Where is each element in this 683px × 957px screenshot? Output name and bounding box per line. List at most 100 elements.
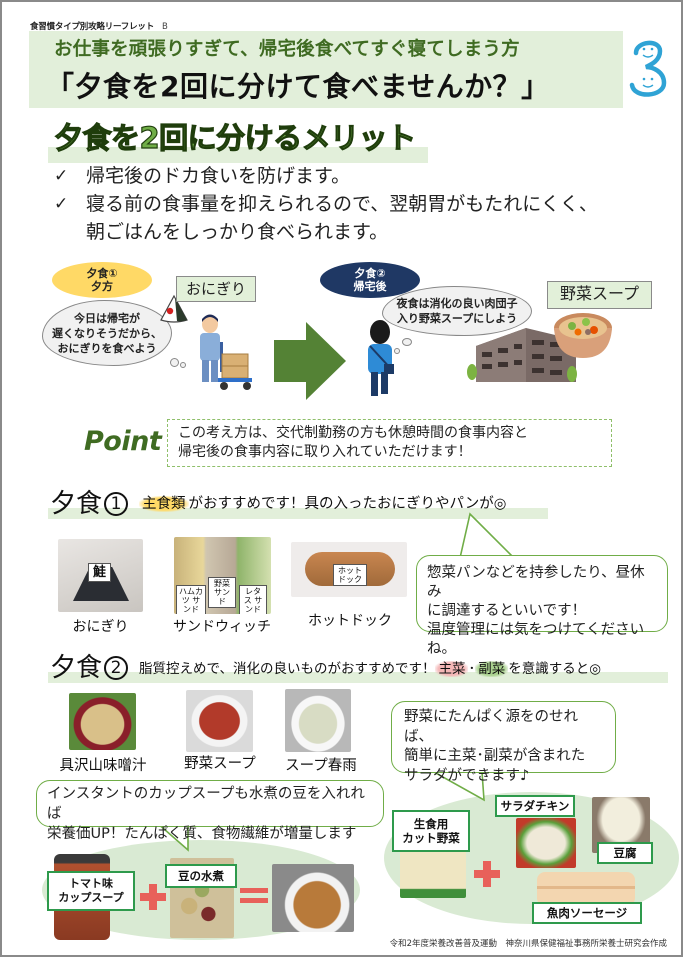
thought-puff [394, 348, 400, 354]
cup-soup-tip-speech-bubble: インスタントのカップスープも水煮の豆を入れれば 栄養価UP！たんぱく質、食物繊維… [36, 780, 384, 842]
meal1-thought-bubble: 今日は帰宅が 遅くなりそうだから、 おにぎりを食べよう [42, 300, 172, 366]
speech-bubble-tail [433, 772, 485, 802]
point-label: Point [84, 426, 162, 457]
thought-text: 夜食は消化の良い肉団子 [396, 297, 518, 310]
merit-text: 寝る前の食事量を抑えられるので、翌朝胃がもたれにくく、 [86, 193, 598, 215]
apartment-building-icon [467, 328, 577, 382]
section2-description: 脂質控えめで、消化の良いものがおすすめです！主菜･副菜を意識すると◎ [139, 657, 601, 677]
sandwich-tag: ハムカツ サンド [176, 585, 206, 614]
thought-puff [180, 362, 186, 368]
hotdog-label: ホットドック [308, 613, 392, 629]
point-text: 帰宅後の食事内容に取り入れていただけます！ [178, 444, 472, 460]
sandwich-tag: レタス サンド [239, 585, 267, 614]
tofu-label: 豆腐 [597, 842, 653, 864]
label-text: トマト味 [69, 877, 113, 890]
salad-chicken-label: サラダチキン [495, 795, 575, 817]
staple-food-highlight: 主食類 [139, 496, 189, 512]
onigiri-label: おにぎり [72, 619, 129, 635]
thought-text: おにぎりを食べよう [57, 341, 157, 355]
checkmark-icon: ✓ [54, 194, 69, 214]
footer-credit: 令和2年度栄養改善普及運動 神奈川県保健福祉事務所栄養士研究会作成 [389, 939, 667, 949]
bean-soup-result-photo [272, 864, 354, 932]
section1-title: 夕食 [50, 489, 103, 519]
thought-puff [170, 358, 179, 367]
thought-puff [402, 338, 412, 346]
sandwich-photo: ハムカツ サンド 野菜 サンド レタス サンド [174, 537, 271, 614]
merit-text-continued: 朝ごはんをしっかり食べられます。 [86, 221, 389, 243]
thought-text: 今日は帰宅が [74, 311, 140, 325]
fish-sausage-label: 魚肉ソーセージ [532, 902, 642, 924]
point-text: この考え方は、交代制勤務の方も休憩時間の食事内容と [178, 425, 528, 441]
meal2-thought-bubble: 夜食は消化の良い肉団子 入り野菜スープにしよう [382, 286, 532, 336]
meal1-label-pill: 夕食① 夕方 [52, 262, 152, 298]
harusame-soup-label: スープ春雨 [285, 758, 357, 774]
speech-bubble-tail [459, 512, 515, 559]
document-label: 食習慣タイプ別攻略リーフレット B [30, 20, 168, 32]
type-number-3-smiley-icon [629, 40, 667, 97]
meal1-food-tag: おにぎり [176, 276, 256, 302]
bread-tip-speech-bubble: 惣菜パンなどを持参したり、昼休み に調達するといいです！ 温度管理には気をつけて… [416, 555, 668, 657]
section1-number-circle: 1 [104, 492, 129, 516]
speech-bubble-tail [155, 822, 189, 852]
meal1-label: 夕食① [86, 267, 118, 280]
miso-soup-photo [69, 693, 136, 750]
merit-heading: 夕食を2回に分けるメリット [53, 120, 416, 155]
title-band [29, 31, 623, 108]
meal2-time: 帰宅後 [353, 280, 387, 293]
target-audience-subtitle: お仕事を頑張りすぎて、帰宅後食べてすぐ寝てしまう方 [54, 39, 520, 60]
merit-item: ✓ 寝る前の食事量を抑えられるので、翌朝胃がもたれにくく、 朝ごはんをしっかり食… [52, 190, 598, 246]
tip-text: 野菜にたんぱく源をのせれば、 [404, 709, 578, 745]
tip-text: インスタントのカップスープも水煮の豆を入れれば [47, 786, 365, 822]
tip-text: サラダができます♪ [404, 767, 530, 784]
document-series-name: 食習慣タイプ別攻略リーフレット [30, 22, 154, 32]
plus-icon [474, 861, 500, 887]
hotdog-photo: ホット ドック [291, 542, 407, 597]
meal2-food-tag: 野菜スープ [547, 281, 652, 309]
harusame-soup-photo [285, 689, 351, 752]
section2-desc-text: を意識すると◎ [508, 661, 601, 677]
hotdog-tag: ホット ドック [333, 564, 367, 586]
vegetable-soup-bowl-icon [554, 313, 612, 358]
document-variant: B [162, 22, 168, 32]
onigiri-photo: 鮭 [58, 539, 143, 612]
section1-description: 主食類がおすすめです！具の入ったおにぎりやパンが◎ [139, 492, 506, 513]
section2-desc-text: 脂質控えめで、消化の良いものがおすすめです！ [139, 661, 436, 677]
section2-title: 夕食 [50, 653, 103, 683]
merit-text: 帰宅後のドカ食いを防げます。 [86, 165, 351, 187]
main-dish-highlight: 主菜 [435, 661, 469, 677]
salad-chicken-photo [516, 818, 576, 868]
vegetable-soup-label: 野菜スープ [184, 756, 256, 772]
meal2-label-pill: 夕食② 帰宅後 [320, 262, 420, 298]
tip-text: 簡単に主菜･副菜が含まれた [404, 748, 586, 764]
checkmark-icon: ✓ [54, 166, 69, 186]
tip-text: 温度管理には気をつけてくださいね。 [427, 622, 645, 657]
tip-text: に調達するといいです！ [427, 603, 587, 619]
page-title: 「夕食を2回に分けて食べませんか？」 [46, 70, 550, 103]
onigiri-flavor-tag: 鮭 [88, 563, 112, 582]
vegetable-soup-photo [186, 690, 253, 752]
merit-list: ✓ 帰宅後のドカ食いを防げます。 ✓ 寝る前の食事量を抑えられるので、翌朝胃がも… [52, 162, 598, 246]
salad-tip-speech-bubble: 野菜にたんぱく源をのせれば、 簡単に主菜･副菜が含まれた サラダができます♪ [391, 701, 616, 784]
label-text: カップスープ [58, 891, 124, 904]
equals-icon [240, 888, 268, 903]
tip-text: 栄養価UP！たんぱく質、食物繊維が増量します [47, 826, 357, 842]
boiled-beans-label: 豆の水煮 [165, 864, 237, 888]
tip-text: 惣菜パンなどを持参したり、昼休み [427, 565, 645, 600]
merit-title-underline [48, 147, 428, 163]
thought-text: 入り野菜スープにしよう [396, 312, 518, 325]
arrow-right-icon [274, 322, 346, 400]
section1-underline [48, 508, 548, 519]
miso-soup-label: 具沢山味噌汁 [59, 758, 147, 774]
section1-desc-text: がおすすめです！具の入ったおにぎりやパンが◎ [188, 496, 507, 512]
meal2-label: 夕食② [354, 267, 386, 280]
commuter-walking-icon [368, 320, 394, 396]
sandwich-tag: 野菜 サンド [208, 577, 236, 608]
separator: ･ [468, 661, 476, 677]
point-note-box: この考え方は、交代制勤務の方も休憩時間の食事内容と 帰宅後の食事内容に取り入れて… [167, 419, 612, 467]
label-text: カット野菜 [402, 831, 460, 845]
sandwich-label: サンドウィッチ [173, 619, 271, 635]
label-text: 生食用 [413, 817, 449, 831]
section2-number-circle: 2 [104, 656, 129, 680]
